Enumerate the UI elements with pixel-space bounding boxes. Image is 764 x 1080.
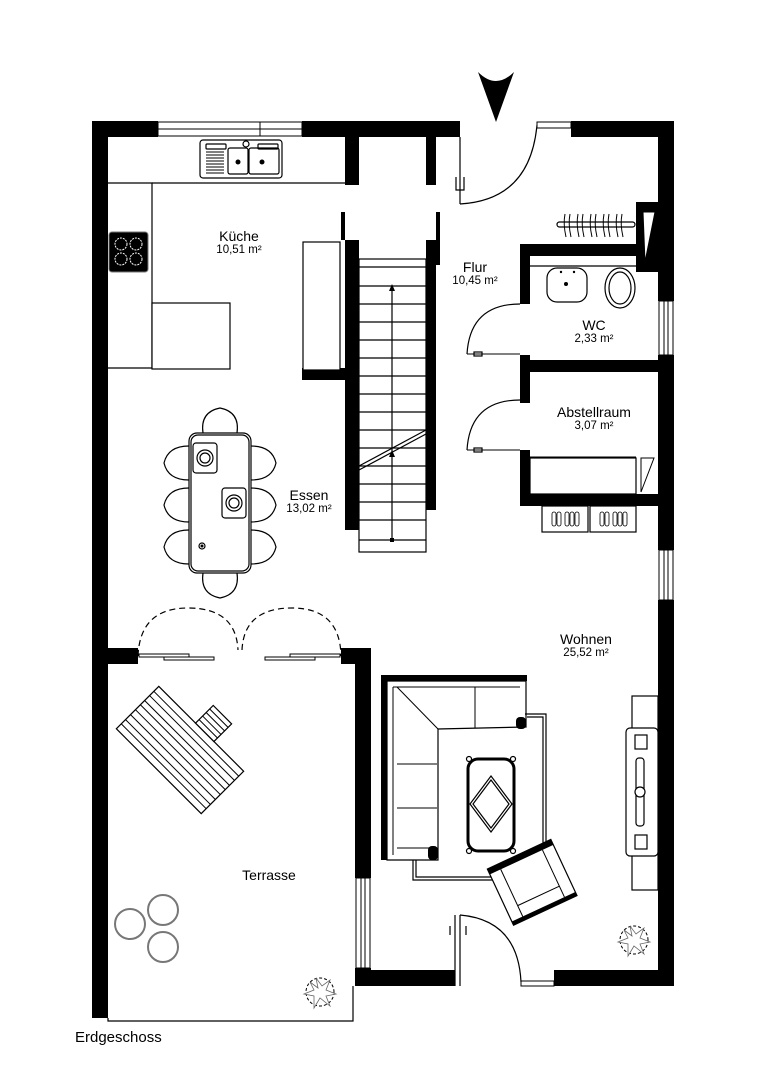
rug bbox=[412, 713, 547, 881]
kitchen-cabinet bbox=[302, 241, 341, 371]
room-name: Terrasse bbox=[242, 867, 296, 883]
room-area: 10,45 m² bbox=[452, 275, 498, 288]
room-label-wc: WC 2,33 m² bbox=[575, 317, 614, 346]
shoe-rack-icon bbox=[541, 505, 637, 533]
room-area: 10,51 m² bbox=[216, 244, 262, 257]
room-label-essen: Essen 13,02 m² bbox=[286, 487, 331, 516]
kitchen-counter bbox=[108, 182, 345, 370]
kitchen-sink-icon bbox=[199, 139, 283, 179]
room-label-terrasse: Terrasse bbox=[242, 867, 296, 883]
room-label-flur: Flur 10,45 m² bbox=[452, 259, 497, 288]
plant-icon bbox=[616, 925, 652, 958]
room-area: 13,02 m² bbox=[286, 503, 332, 516]
floor-caption: Erdgeschoss bbox=[75, 1029, 162, 1046]
room-area: 25,52 m² bbox=[563, 647, 609, 660]
planter-pots-icon bbox=[114, 894, 179, 963]
tv-sideboard-icon bbox=[625, 695, 659, 891]
dining-chair-icon bbox=[163, 407, 277, 599]
closet-door bbox=[642, 211, 656, 263]
windows bbox=[157, 121, 674, 987]
wc-room bbox=[530, 265, 658, 309]
sun-lounger-icon bbox=[115, 685, 245, 815]
room-area: 2,33 m² bbox=[574, 333, 614, 346]
room-name: Flur bbox=[462, 259, 488, 275]
dining-table bbox=[163, 407, 277, 599]
room-label-abstellraum: Abstellraum 3,07 m² bbox=[557, 404, 631, 433]
corner-sofa-icon bbox=[381, 675, 527, 861]
room-name: Essen bbox=[289, 487, 329, 503]
storage-shelf bbox=[529, 456, 655, 495]
washbasin-icon bbox=[546, 267, 588, 303]
armchair-icon bbox=[486, 838, 578, 926]
staircase bbox=[358, 258, 427, 553]
cooktop-icon bbox=[108, 231, 149, 273]
exterior-walls bbox=[92, 121, 674, 1018]
storage-door[interactable] bbox=[466, 399, 521, 453]
terrace-outline bbox=[107, 986, 354, 1022]
plant-icon bbox=[302, 977, 338, 1010]
entrance-arrow-icon bbox=[478, 72, 514, 122]
room-name: Küche bbox=[219, 228, 259, 244]
room-label-kueche: Küche 10,51 m² bbox=[216, 228, 261, 257]
entrance-door[interactable] bbox=[455, 124, 538, 205]
toilet-icon bbox=[604, 267, 636, 309]
room-name: Abstellraum bbox=[557, 404, 631, 420]
terrace-doors[interactable] bbox=[137, 607, 342, 661]
room-name: Wohnen bbox=[560, 631, 612, 647]
living-room-door[interactable] bbox=[449, 914, 522, 986]
room-label-wohnen: Wohnen 25,52 m² bbox=[560, 631, 612, 660]
wc-door[interactable] bbox=[466, 303, 521, 357]
coffee-table-icon bbox=[465, 755, 517, 855]
room-area: 3,07 m² bbox=[574, 420, 614, 433]
room-name: WC bbox=[582, 317, 606, 333]
coat-rack-icon bbox=[556, 213, 636, 238]
place-setting-icon bbox=[192, 442, 247, 550]
